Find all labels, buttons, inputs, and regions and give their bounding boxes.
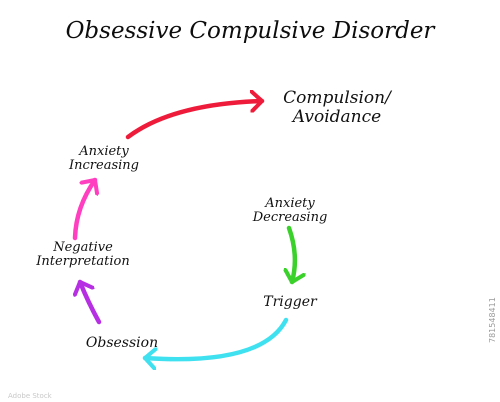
- arrow-obsession-to-negative-interpretation: [80, 279, 102, 325]
- node-compulsion-line1: Compulsion/: [283, 88, 391, 108]
- node-negative-interpretation-line2: Interpretation: [36, 254, 130, 269]
- node-obsession-line1: Obsession: [85, 335, 159, 351]
- arrow-trigger-to-obsession: [142, 317, 289, 359]
- arrow-anxiety-increasing-to-compulsion: [125, 101, 265, 140]
- node-negative-interpretation-line1: Negative: [53, 240, 113, 255]
- node-anxiety-increasing-line2: Increasing: [69, 158, 139, 173]
- arrow-anxiety-decreasing-to-trigger: [289, 225, 295, 285]
- node-anxiety-decreasing: Anxiety Decreasing: [235, 197, 345, 224]
- node-anxiety-decreasing-line2: Decreasing: [252, 210, 328, 225]
- node-trigger: Trigger: [245, 295, 335, 309]
- stock-id: 781548411: [488, 297, 497, 343]
- node-compulsion-line2: Avoidance: [292, 107, 382, 127]
- node-compulsion-avoidance: Compulsion/ Avoidance: [262, 90, 412, 126]
- stock-watermark: Adobe Stock: [8, 392, 52, 400]
- diagram-title: Obsessive Compulsive Disorder: [65, 18, 435, 44]
- arrow-negative-interpretation-to-anxiety-increasing: [72, 177, 95, 241]
- node-trigger-line1: Trigger: [263, 294, 317, 310]
- node-obsession: Obsession: [72, 336, 172, 350]
- node-negative-interpretation: Negative Interpretation: [8, 241, 158, 268]
- node-anxiety-increasing: Anxiety Increasing: [54, 145, 154, 172]
- node-anxiety-increasing-line1: Anxiety: [79, 144, 129, 159]
- node-anxiety-decreasing-line1: Anxiety: [265, 196, 315, 211]
